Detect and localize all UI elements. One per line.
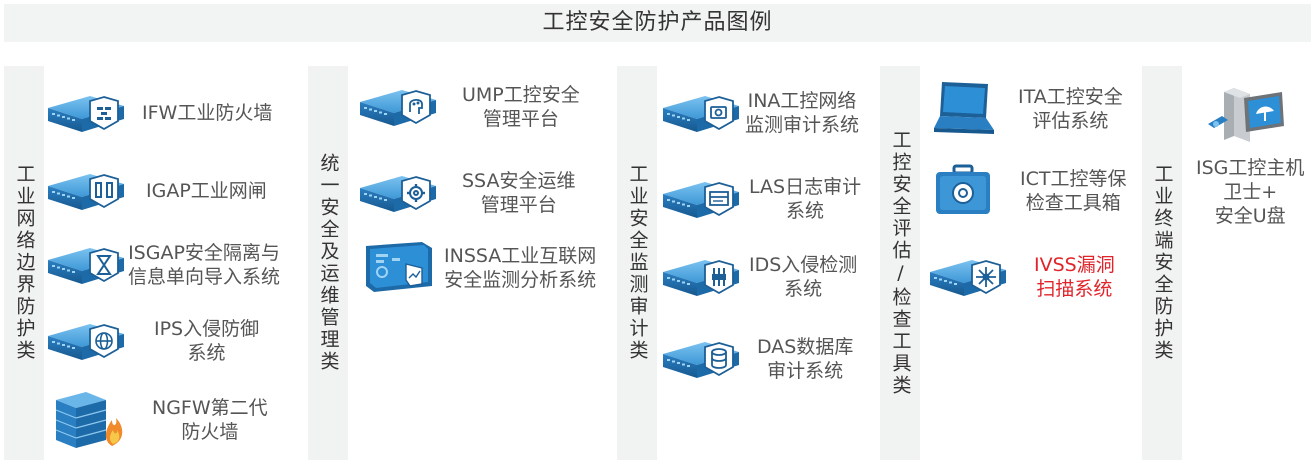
category-label: 工业网络边界防护类 bbox=[13, 164, 36, 362]
product-isg: ISG工控主机 卫士+ 安全U盘 bbox=[1196, 84, 1304, 228]
brick-firewall-icon bbox=[55, 392, 123, 448]
category-panel-endpoint: 工业终端安全防护类 bbox=[1142, 66, 1182, 460]
product-ips: IPS入侵防御 系统 bbox=[44, 316, 259, 366]
product-name: UMP工控安全 管理平台 bbox=[462, 84, 580, 130]
product-name: ICT工控等保 检查工具箱 bbox=[1020, 168, 1127, 214]
product-name: LAS日志审计 系统 bbox=[749, 176, 862, 222]
globe-appliance-icon bbox=[44, 316, 128, 366]
product-name: ITA工控安全 评估系统 bbox=[1018, 86, 1123, 132]
product-ssa: SSA安全运维 管理平台 bbox=[356, 168, 575, 218]
product-las: LAS日志审计 系统 bbox=[659, 174, 861, 224]
product-ump: UMP工控安全 管理平台 bbox=[356, 82, 580, 132]
product-name: IFW工业防火墙 bbox=[142, 102, 273, 124]
firewall-appliance-icon bbox=[44, 88, 128, 138]
product-ina: INA工控网络 监测审计系统 bbox=[659, 88, 859, 138]
product-ids: IDS入侵检测 系统 bbox=[659, 252, 857, 302]
product-name: ISG工控主机 卫士+ 安全U盘 bbox=[1196, 157, 1305, 227]
product-name: IPS入侵防御 系统 bbox=[154, 318, 260, 364]
detect-appliance-icon bbox=[659, 252, 743, 302]
product-isgap: ISGAP安全隔离与 信息单向导入系统 bbox=[44, 240, 280, 290]
product-ivss: IVSS漏洞 扫描系统 bbox=[926, 252, 1115, 302]
category-label: 工控安全评估/检查工具类 bbox=[889, 129, 912, 397]
product-ngfw: NGFW第二代 防火墙 bbox=[52, 390, 268, 450]
product-igap: IGAP工业网闸 bbox=[44, 166, 267, 216]
category-label: 工业终端安全防护类 bbox=[1151, 164, 1174, 362]
scan-appliance-icon bbox=[926, 252, 1010, 302]
category-label: 工业安全监测审计类 bbox=[626, 164, 649, 362]
product-name: INSSA工业互联网 安全监测分析系统 bbox=[444, 245, 597, 291]
monitor-dashboard-icon bbox=[366, 242, 432, 292]
camera-appliance-icon bbox=[659, 88, 743, 138]
product-name: ISGAP安全隔离与 信息单向导入系统 bbox=[128, 242, 281, 288]
product-name: IVSS漏洞 扫描系统 bbox=[1034, 254, 1115, 300]
product-name: DAS数据库 审计系统 bbox=[757, 336, 854, 382]
toolbox-icon bbox=[936, 164, 990, 214]
category-label: 统一安全及运维管理类 bbox=[317, 153, 340, 373]
gap-appliance-icon bbox=[44, 166, 128, 216]
product-ifw: IFW工业防火墙 bbox=[44, 88, 272, 138]
product-name: INA工控网络 监测审计系统 bbox=[745, 90, 860, 136]
gear-appliance-icon bbox=[356, 168, 440, 218]
product-ict: ICT工控等保 检查工具箱 bbox=[932, 164, 1126, 218]
hourglass-appliance-icon bbox=[44, 240, 128, 290]
log-appliance-icon bbox=[659, 174, 743, 224]
laptop-icon bbox=[934, 82, 994, 134]
page-title: 工控安全防护产品图例 bbox=[4, 4, 1311, 42]
product-das: DAS数据库 审计系统 bbox=[659, 334, 853, 384]
host-guard-icon bbox=[1208, 88, 1285, 142]
category-panel-boundary: 工业网络边界防护类 bbox=[4, 66, 44, 460]
category-panel-assessment: 工控安全评估/检查工具类 bbox=[880, 66, 920, 460]
brain-appliance-icon bbox=[356, 82, 440, 132]
product-name: NGFW第二代 防火墙 bbox=[152, 397, 268, 443]
product-name: IDS入侵检测 系统 bbox=[749, 254, 858, 300]
category-panel-management: 统一安全及运维管理类 bbox=[308, 66, 348, 460]
product-inssa: INSSA工业互联网 安全监测分析系统 bbox=[362, 240, 596, 296]
category-panel-audit: 工业安全监测审计类 bbox=[617, 66, 657, 460]
database-appliance-icon bbox=[659, 334, 743, 384]
product-name: IGAP工业网闸 bbox=[146, 180, 267, 202]
product-name: SSA安全运维 管理平台 bbox=[462, 170, 576, 216]
product-ita: ITA工控安全 评估系统 bbox=[930, 80, 1123, 138]
